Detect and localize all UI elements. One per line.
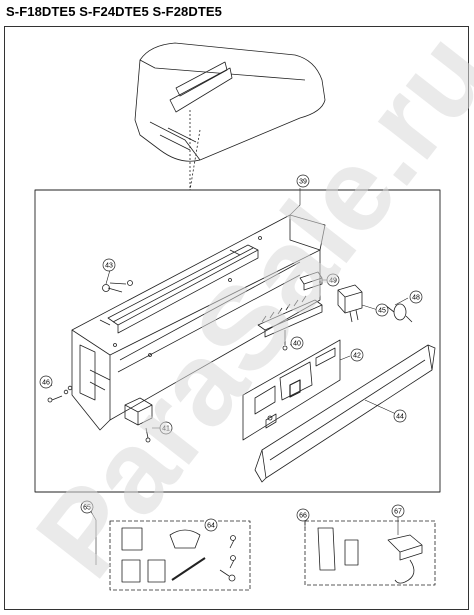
control-box-chassis bbox=[71, 214, 326, 431]
small-screws-46 bbox=[47, 385, 73, 403]
callouts: 39 43 49 48 45 40 42 46 44 41 65 64 66 6… bbox=[39, 174, 423, 532]
callout-49: 49 bbox=[326, 273, 340, 287]
transformer bbox=[337, 284, 363, 323]
callout-44: 44 bbox=[393, 409, 407, 423]
svg-text:49: 49 bbox=[329, 278, 337, 285]
callout-65: 65 bbox=[80, 500, 94, 514]
callout-46: 46 bbox=[39, 375, 53, 389]
callout-40: 40 bbox=[290, 336, 304, 350]
rail-bracket bbox=[107, 244, 259, 334]
mounting-foot bbox=[124, 397, 153, 443]
svg-text:43: 43 bbox=[105, 263, 113, 270]
svg-text:65: 65 bbox=[83, 505, 91, 512]
accessory-group-left bbox=[109, 520, 251, 591]
svg-text:64: 64 bbox=[207, 523, 215, 530]
connector-49 bbox=[299, 271, 323, 291]
callout-41: 41 bbox=[159, 421, 173, 435]
callout-64: 64 bbox=[204, 518, 218, 532]
screw-43 bbox=[102, 280, 133, 293]
svg-text:45: 45 bbox=[378, 308, 386, 315]
svg-text:66: 66 bbox=[299, 513, 307, 520]
callout-48: 48 bbox=[409, 290, 423, 304]
svg-text:41: 41 bbox=[162, 426, 170, 433]
watermark-text: ParaSale.ru bbox=[11, 8, 474, 601]
parts-outline-box bbox=[34, 189, 441, 493]
callout-66: 66 bbox=[296, 508, 310, 522]
callout-43: 43 bbox=[102, 258, 116, 272]
front-cover-panel bbox=[254, 344, 436, 483]
svg-text:48: 48 bbox=[412, 295, 420, 302]
callout-42: 42 bbox=[350, 348, 364, 362]
callout-39: 39 bbox=[296, 174, 310, 188]
callout-45: 45 bbox=[375, 303, 389, 317]
callout-67: 67 bbox=[391, 504, 405, 518]
svg-text:67: 67 bbox=[394, 509, 402, 516]
svg-text:42: 42 bbox=[353, 353, 361, 360]
page-title: S-F18DTE5 S-F24DTE5 S-F28DTE5 bbox=[6, 4, 223, 19]
control-pcb bbox=[242, 339, 341, 441]
terminal-block bbox=[257, 295, 323, 351]
cable-clamp bbox=[384, 303, 413, 323]
svg-text:39: 39 bbox=[299, 179, 307, 186]
svg-text:44: 44 bbox=[396, 414, 404, 421]
indoor-unit-overview bbox=[134, 42, 326, 191]
svg-text:40: 40 bbox=[293, 341, 301, 348]
diagram-frame bbox=[4, 26, 469, 610]
svg-text:46: 46 bbox=[42, 380, 50, 387]
accessory-group-right bbox=[304, 520, 436, 586]
